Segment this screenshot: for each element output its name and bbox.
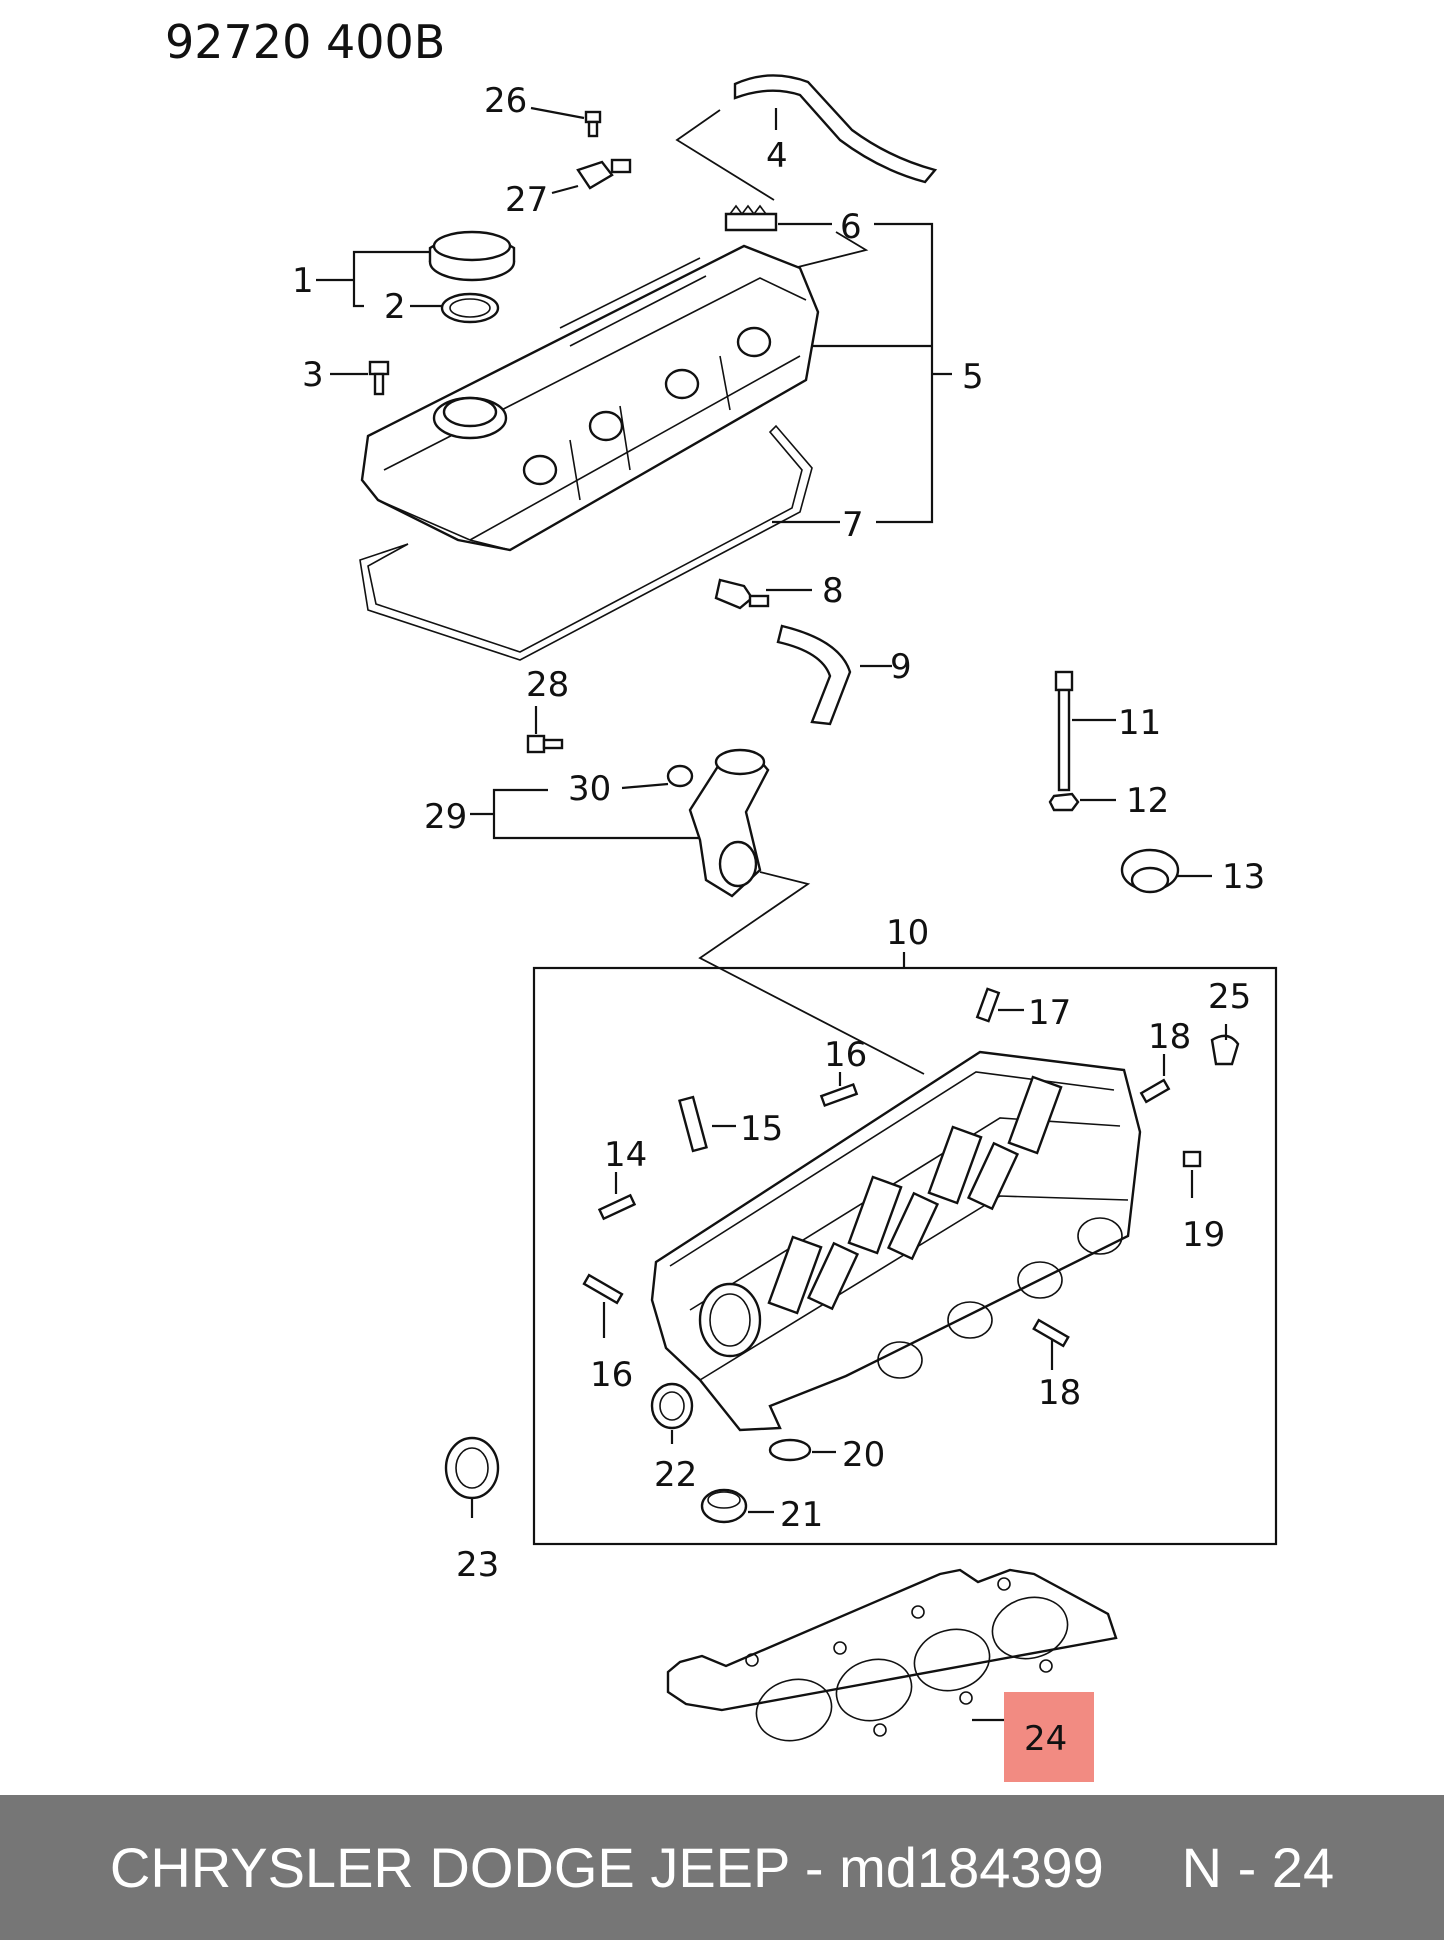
callout-29: 29 bbox=[424, 797, 467, 837]
callout-15: 15 bbox=[740, 1109, 783, 1149]
part-14-pin bbox=[597, 1193, 637, 1221]
part-10-cylinder-head bbox=[650, 1050, 1142, 1432]
callout-13: 13 bbox=[1222, 857, 1265, 897]
callout-22: 22 bbox=[654, 1455, 697, 1495]
part-24-head-gasket bbox=[666, 1568, 1118, 1742]
part-11-stud bbox=[1054, 670, 1074, 792]
callout-28: 28 bbox=[526, 665, 569, 705]
diagram-code: 92720 400B bbox=[165, 15, 445, 69]
callout-8: 8 bbox=[822, 571, 844, 611]
part-29-water-outlet bbox=[688, 748, 770, 898]
callout-18b: 18 bbox=[1038, 1373, 1081, 1413]
exploded-parts-diagram: 92720 400B 26 27 4 1 2 3 6 bbox=[165, 15, 1278, 1782]
part-30-plug bbox=[666, 764, 694, 788]
part-23-oil-seal bbox=[444, 1436, 500, 1500]
callout-14: 14 bbox=[604, 1135, 647, 1175]
part-18-stud-lower bbox=[1032, 1318, 1070, 1348]
part-7-cover-gasket bbox=[359, 424, 813, 661]
part-20-plug bbox=[768, 1438, 812, 1462]
callout-7: 7 bbox=[842, 505, 864, 545]
callout-12: 12 bbox=[1126, 781, 1169, 821]
callout-25: 25 bbox=[1208, 977, 1251, 1017]
callout-1: 1 bbox=[292, 261, 314, 301]
callout-23: 23 bbox=[456, 1545, 499, 1585]
part-1-oil-filler-cap bbox=[428, 230, 516, 282]
callout-5: 5 bbox=[962, 357, 984, 397]
part-28-bolt bbox=[526, 734, 564, 754]
part-27-sensor bbox=[576, 158, 632, 190]
callout-16a: 16 bbox=[824, 1035, 867, 1075]
part-16-stud-lower bbox=[582, 1273, 624, 1305]
callout-30: 30 bbox=[568, 769, 611, 809]
footer-part-label: CHRYSLER DODGE JEEP - md184399 N - 24 bbox=[109, 1836, 1335, 1899]
callout-2: 2 bbox=[384, 287, 406, 327]
callout-24: 24 bbox=[1024, 1719, 1067, 1759]
callout-11: 11 bbox=[1118, 703, 1161, 743]
callout-26: 26 bbox=[484, 81, 527, 121]
part-8-hose-fitting bbox=[714, 578, 770, 610]
part-17-dowel bbox=[975, 987, 1001, 1023]
part-25-clip bbox=[1210, 1034, 1240, 1066]
callout-20: 20 bbox=[842, 1435, 885, 1475]
part-4-breather-hose bbox=[733, 74, 938, 184]
part-2-cap-gasket bbox=[440, 292, 500, 324]
part-16-stud-upper bbox=[819, 1082, 859, 1108]
callout-27: 27 bbox=[505, 180, 548, 220]
callout-9: 9 bbox=[890, 647, 912, 687]
part-26-bolt bbox=[584, 110, 602, 138]
callout-3: 3 bbox=[302, 355, 324, 395]
part-3-bolt bbox=[368, 360, 390, 396]
part-10-head-assembly-frame bbox=[532, 966, 1278, 1546]
part-12-nut bbox=[1048, 792, 1080, 812]
part-6-pcv-valve bbox=[724, 204, 778, 232]
part-9-hose bbox=[776, 624, 852, 726]
callout-21: 21 bbox=[780, 1495, 823, 1535]
callout-4: 4 bbox=[766, 136, 788, 176]
part-5-rocker-cover bbox=[360, 244, 820, 552]
part-15-guide bbox=[678, 1095, 708, 1153]
part-22-seal bbox=[650, 1382, 694, 1430]
part-18-stud-upper bbox=[1139, 1078, 1171, 1104]
callout-16b: 16 bbox=[590, 1355, 633, 1395]
callout-17: 17 bbox=[1028, 993, 1071, 1033]
callout-10: 10 bbox=[886, 913, 929, 953]
part-21-plug bbox=[700, 1488, 748, 1524]
part-19-cap bbox=[1182, 1150, 1202, 1168]
part-13-seal-plug bbox=[1120, 848, 1180, 894]
part-24-highlight bbox=[1004, 1692, 1094, 1782]
callout-18a: 18 bbox=[1148, 1017, 1191, 1057]
callout-19: 19 bbox=[1182, 1215, 1225, 1255]
footer-bar: CHRYSLER DODGE JEEP - md184399 N - 24 bbox=[0, 1795, 1444, 1940]
